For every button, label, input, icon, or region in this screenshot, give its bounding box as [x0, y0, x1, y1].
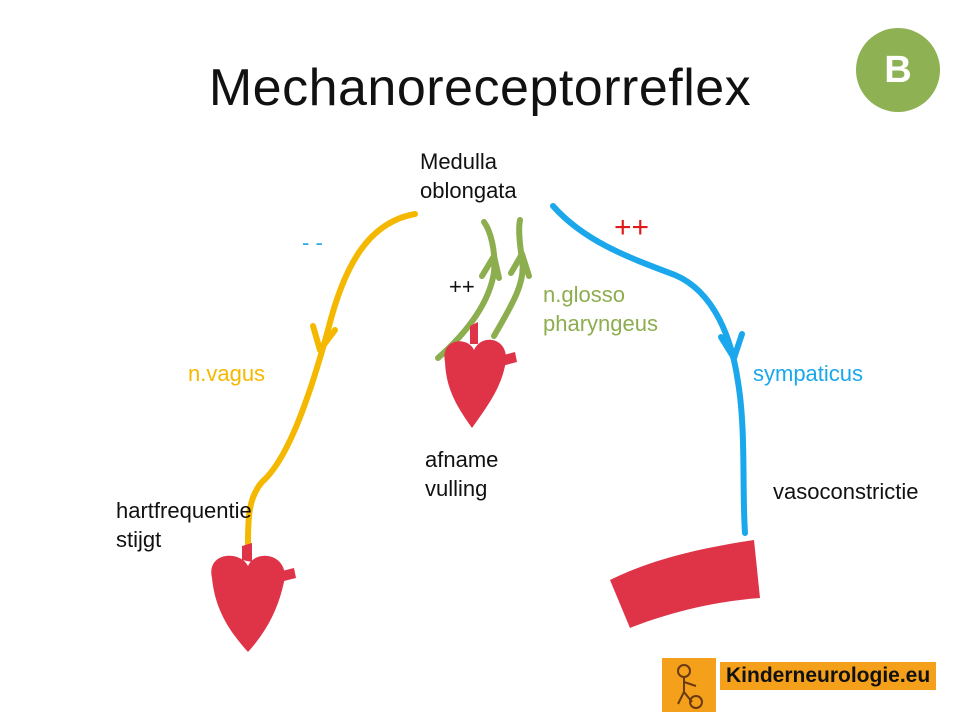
medulla-line2: oblongata	[420, 177, 517, 203]
logo: Kinderneurologie.eu	[658, 658, 937, 714]
sympathicus-arrow	[718, 331, 745, 361]
hartfrequentie-line1: hartfrequentie	[116, 498, 252, 523]
glosso-arrow-1	[479, 253, 502, 281]
logo-figure-icon	[662, 658, 716, 712]
vagus-label: n.vagus	[188, 361, 266, 386]
vagus-arrow	[310, 323, 338, 353]
heart-icon	[444, 322, 517, 428]
glosso-nerve-path-1	[435, 219, 498, 361]
medulla-label: Medulla oblongata	[420, 148, 517, 205]
heart-icon	[211, 543, 296, 652]
blood-vessel-icon	[610, 540, 760, 628]
sympathicus-sign: ++	[614, 211, 650, 244]
vagus-nerve-path	[245, 211, 418, 548]
glosso-label: n.glosso pharyngeus	[543, 281, 658, 338]
afname-label: afname vulling	[425, 446, 498, 503]
hartfrequentie-label: hartfrequentie stijgt	[116, 497, 252, 554]
glosso-sign: ++	[449, 274, 475, 299]
glosso-line2: pharyngeus	[543, 310, 658, 336]
badge-letter: B	[856, 28, 940, 112]
logo-text: Kinderneurologie.eu	[720, 662, 937, 690]
glosso-arrow-2	[508, 251, 532, 279]
afname-line1: afname	[425, 447, 499, 472]
sympathicus-label: sympaticus	[753, 361, 864, 386]
vasoconstrictie-label: vasoconstrictie	[773, 479, 919, 504]
vagus-sign: - -	[302, 230, 323, 255]
medulla-line1: Medulla	[420, 149, 498, 174]
afname-line2: vulling	[425, 475, 488, 501]
hartfrequentie-line2: stijgt	[116, 526, 162, 552]
page-title: Mechanoreceptorreflex	[208, 59, 752, 117]
sympathicus-nerve-path	[550, 203, 748, 536]
glosso-line1: n.glosso	[543, 282, 625, 307]
